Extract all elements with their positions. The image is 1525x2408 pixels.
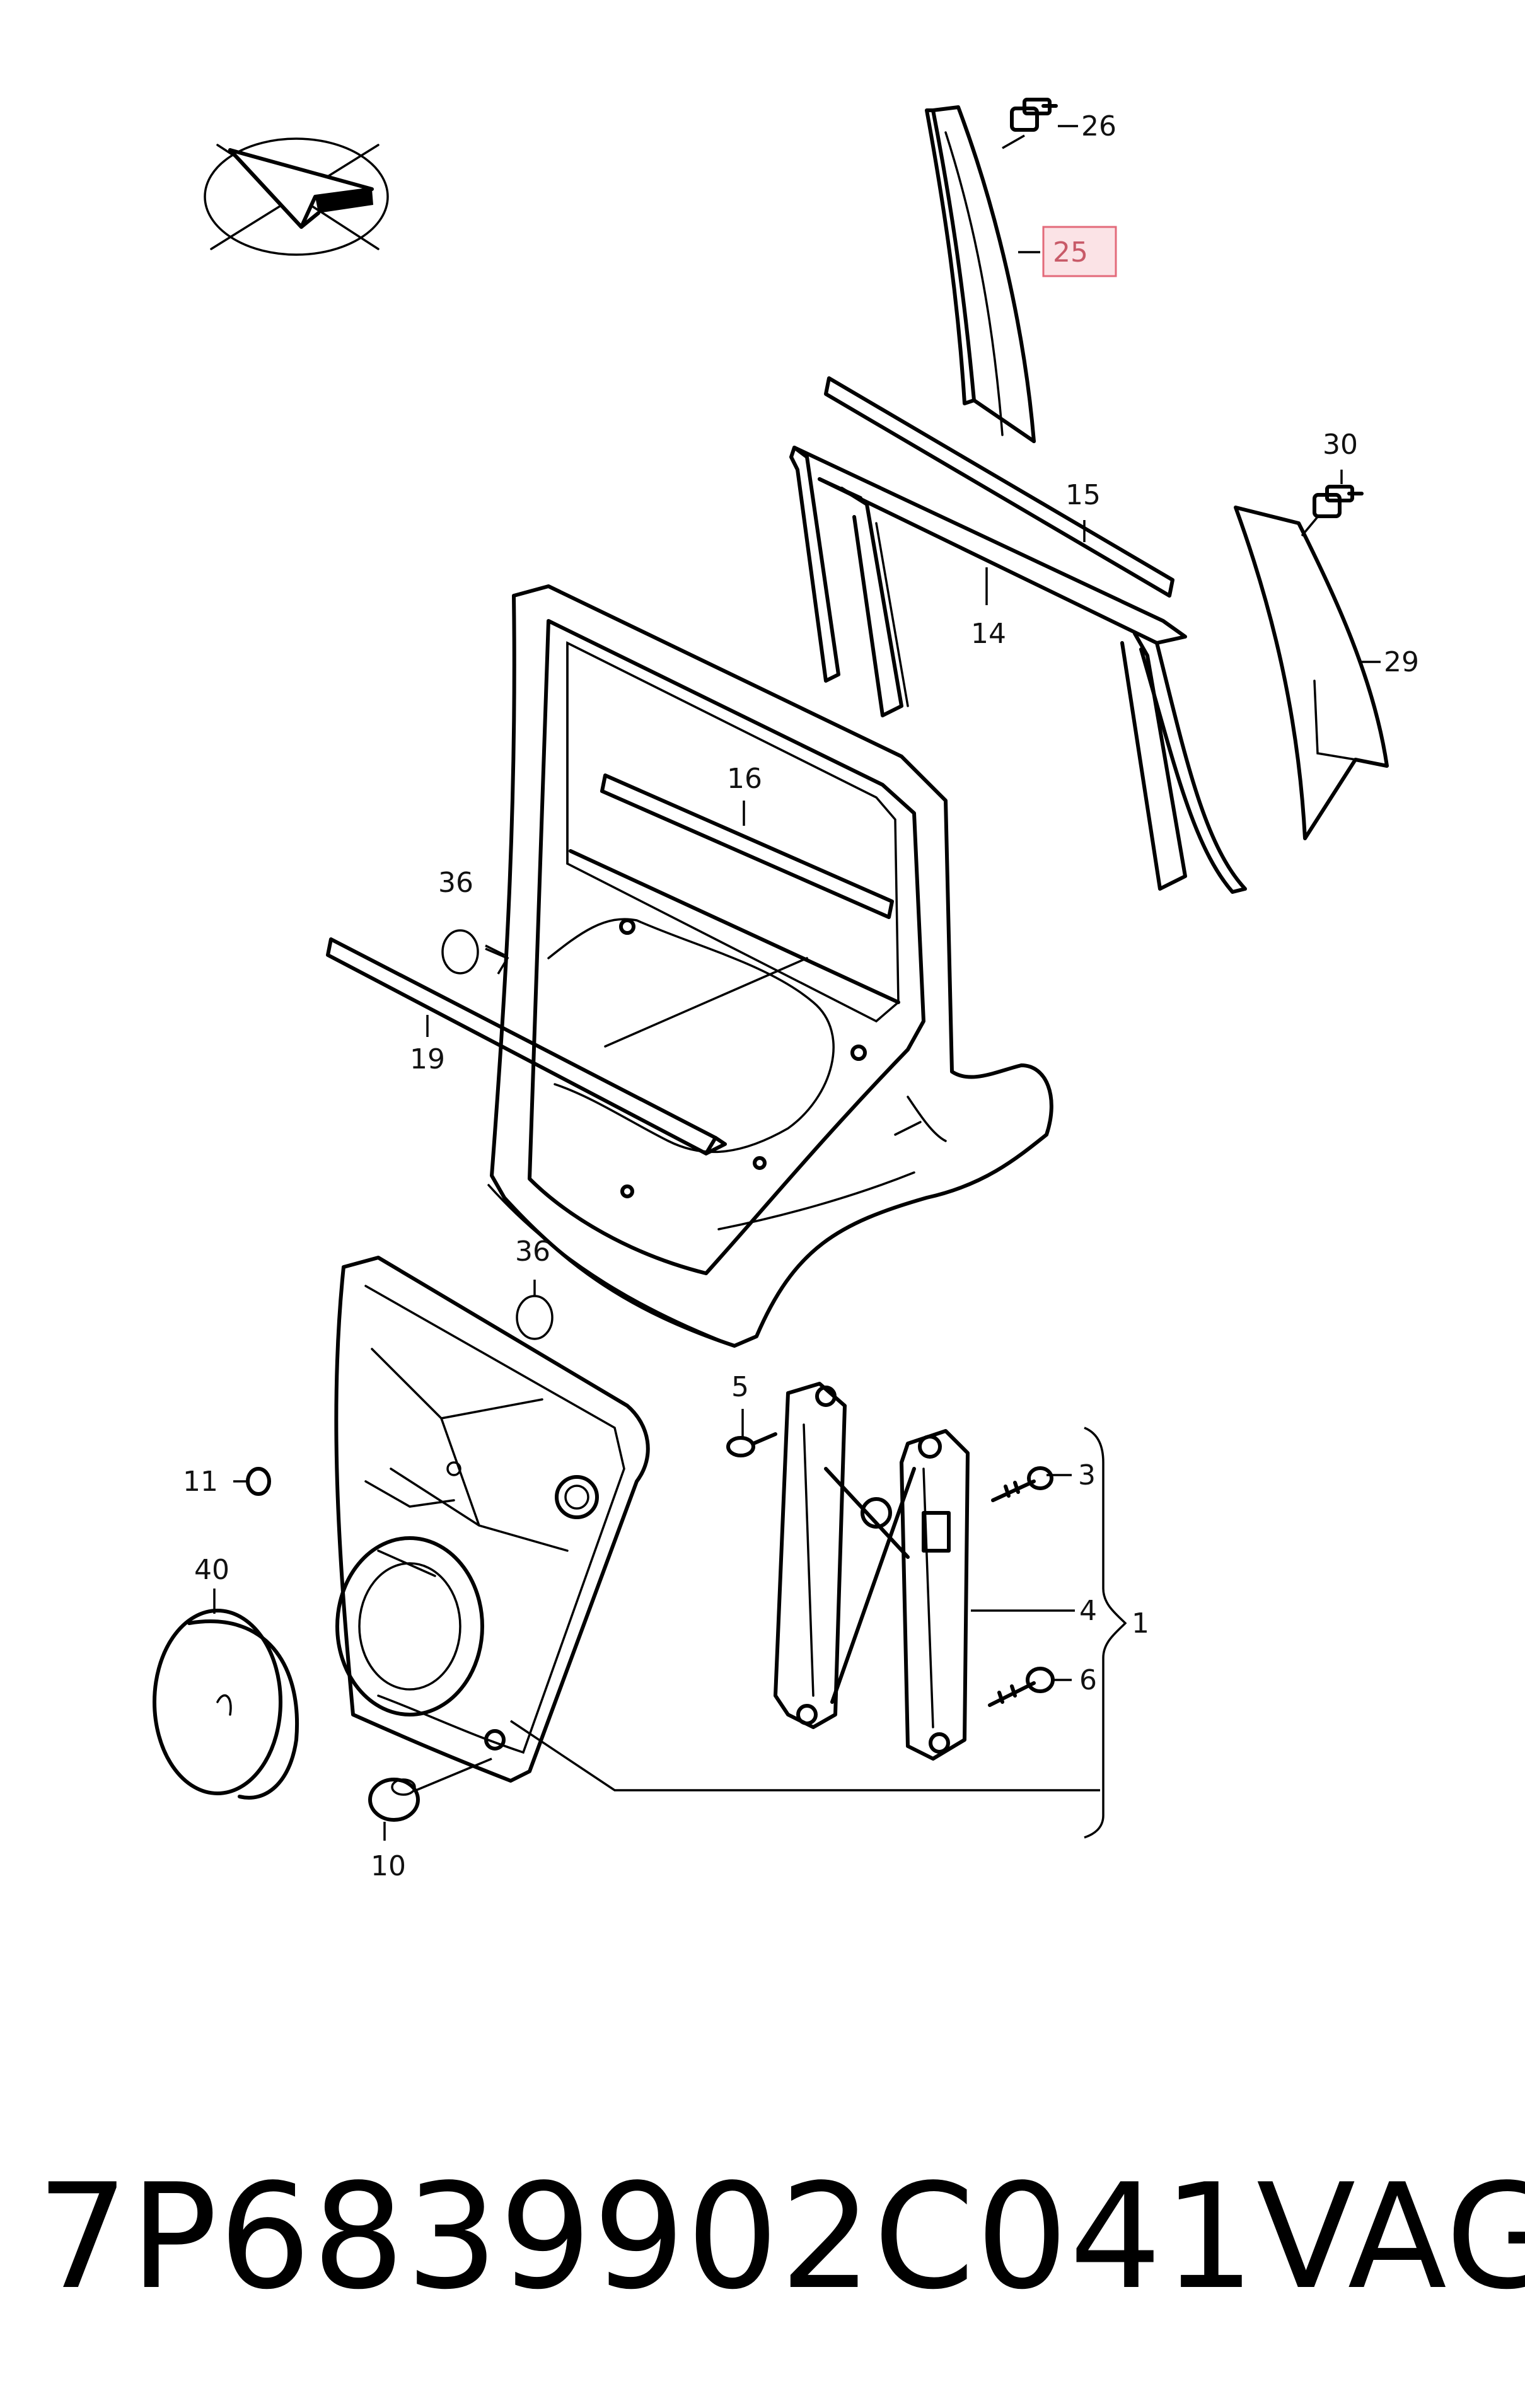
- quarter-trim-29: [1234, 506, 1389, 840]
- clip-26: [1010, 98, 1058, 132]
- belt-moulding-19: [326, 937, 727, 1155]
- callout-36-upper: 36: [438, 867, 473, 899]
- screw-3: [991, 1466, 1053, 1502]
- callout-4: 4: [1079, 1595, 1097, 1627]
- callout-1: 1: [1132, 1607, 1149, 1640]
- callout-5: 5: [731, 1371, 749, 1403]
- clip-30: [1313, 485, 1364, 518]
- callout-25-highlight: [1042, 226, 1117, 277]
- speaker-40: [153, 1609, 299, 1800]
- callout-30: 30: [1323, 429, 1358, 461]
- part-number: 7P6839902C041: [37, 2153, 1256, 2322]
- window-seal-15: [824, 376, 1174, 598]
- footer: 7P6839902C041 VAG: [37, 2153, 1525, 2322]
- window-regulator: [774, 1382, 970, 1761]
- door-module-carrier: [334, 1256, 650, 1783]
- grommet-10: [368, 1778, 420, 1822]
- pillar-trim-strip: [925, 105, 1036, 443]
- callout-3: 3: [1078, 1459, 1096, 1491]
- screw-6: [988, 1667, 1055, 1707]
- clip-11: [246, 1467, 271, 1496]
- inner-seal-16: [600, 773, 894, 919]
- callout-25: 25: [1053, 236, 1088, 269]
- callout-29: 29: [1384, 646, 1419, 678]
- door-shell: [487, 584, 1053, 1348]
- callout-6: 6: [1079, 1664, 1097, 1696]
- callout-14: 14: [971, 618, 1006, 650]
- leader-lines: [213, 125, 1381, 1841]
- callout-19: 19: [410, 1043, 445, 1075]
- brand: VAG: [1256, 2153, 1525, 2322]
- orientation-arrow-icon: [204, 137, 389, 256]
- window-channel-14: [789, 446, 1247, 894]
- callout-16: 16: [727, 763, 762, 795]
- callout-36-lower: 36: [515, 1236, 550, 1268]
- callout-11: 11: [183, 1466, 218, 1498]
- callout-15: 15: [1065, 479, 1101, 511]
- callout-26: 26: [1081, 110, 1116, 142]
- plug-36: [441, 929, 554, 1340]
- parts-diagram: 26 25 30 15 14 29 16 36 19 36 5 3 11 4 1…: [153, 98, 1419, 1882]
- callouts: 26 25 30 15 14 29 16 36 19 36 5 3 11 4 1…: [183, 110, 1419, 1882]
- callout-40: 40: [194, 1554, 229, 1586]
- screw-5: [726, 1432, 777, 1457]
- callout-10: 10: [371, 1850, 406, 1882]
